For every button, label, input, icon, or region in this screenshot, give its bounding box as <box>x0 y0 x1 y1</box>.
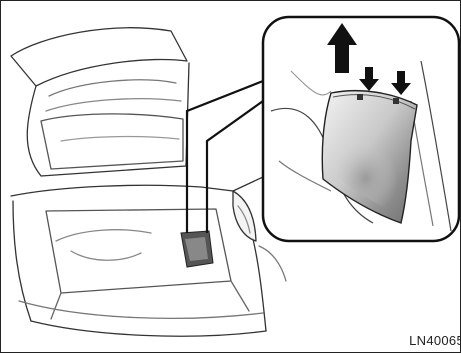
callout-connector <box>187 81 263 233</box>
car-rear-drawing <box>11 28 297 336</box>
cover-location-marker <box>181 231 213 267</box>
detail-inset <box>263 17 459 241</box>
figure-code-label: LN40065 <box>409 333 461 348</box>
